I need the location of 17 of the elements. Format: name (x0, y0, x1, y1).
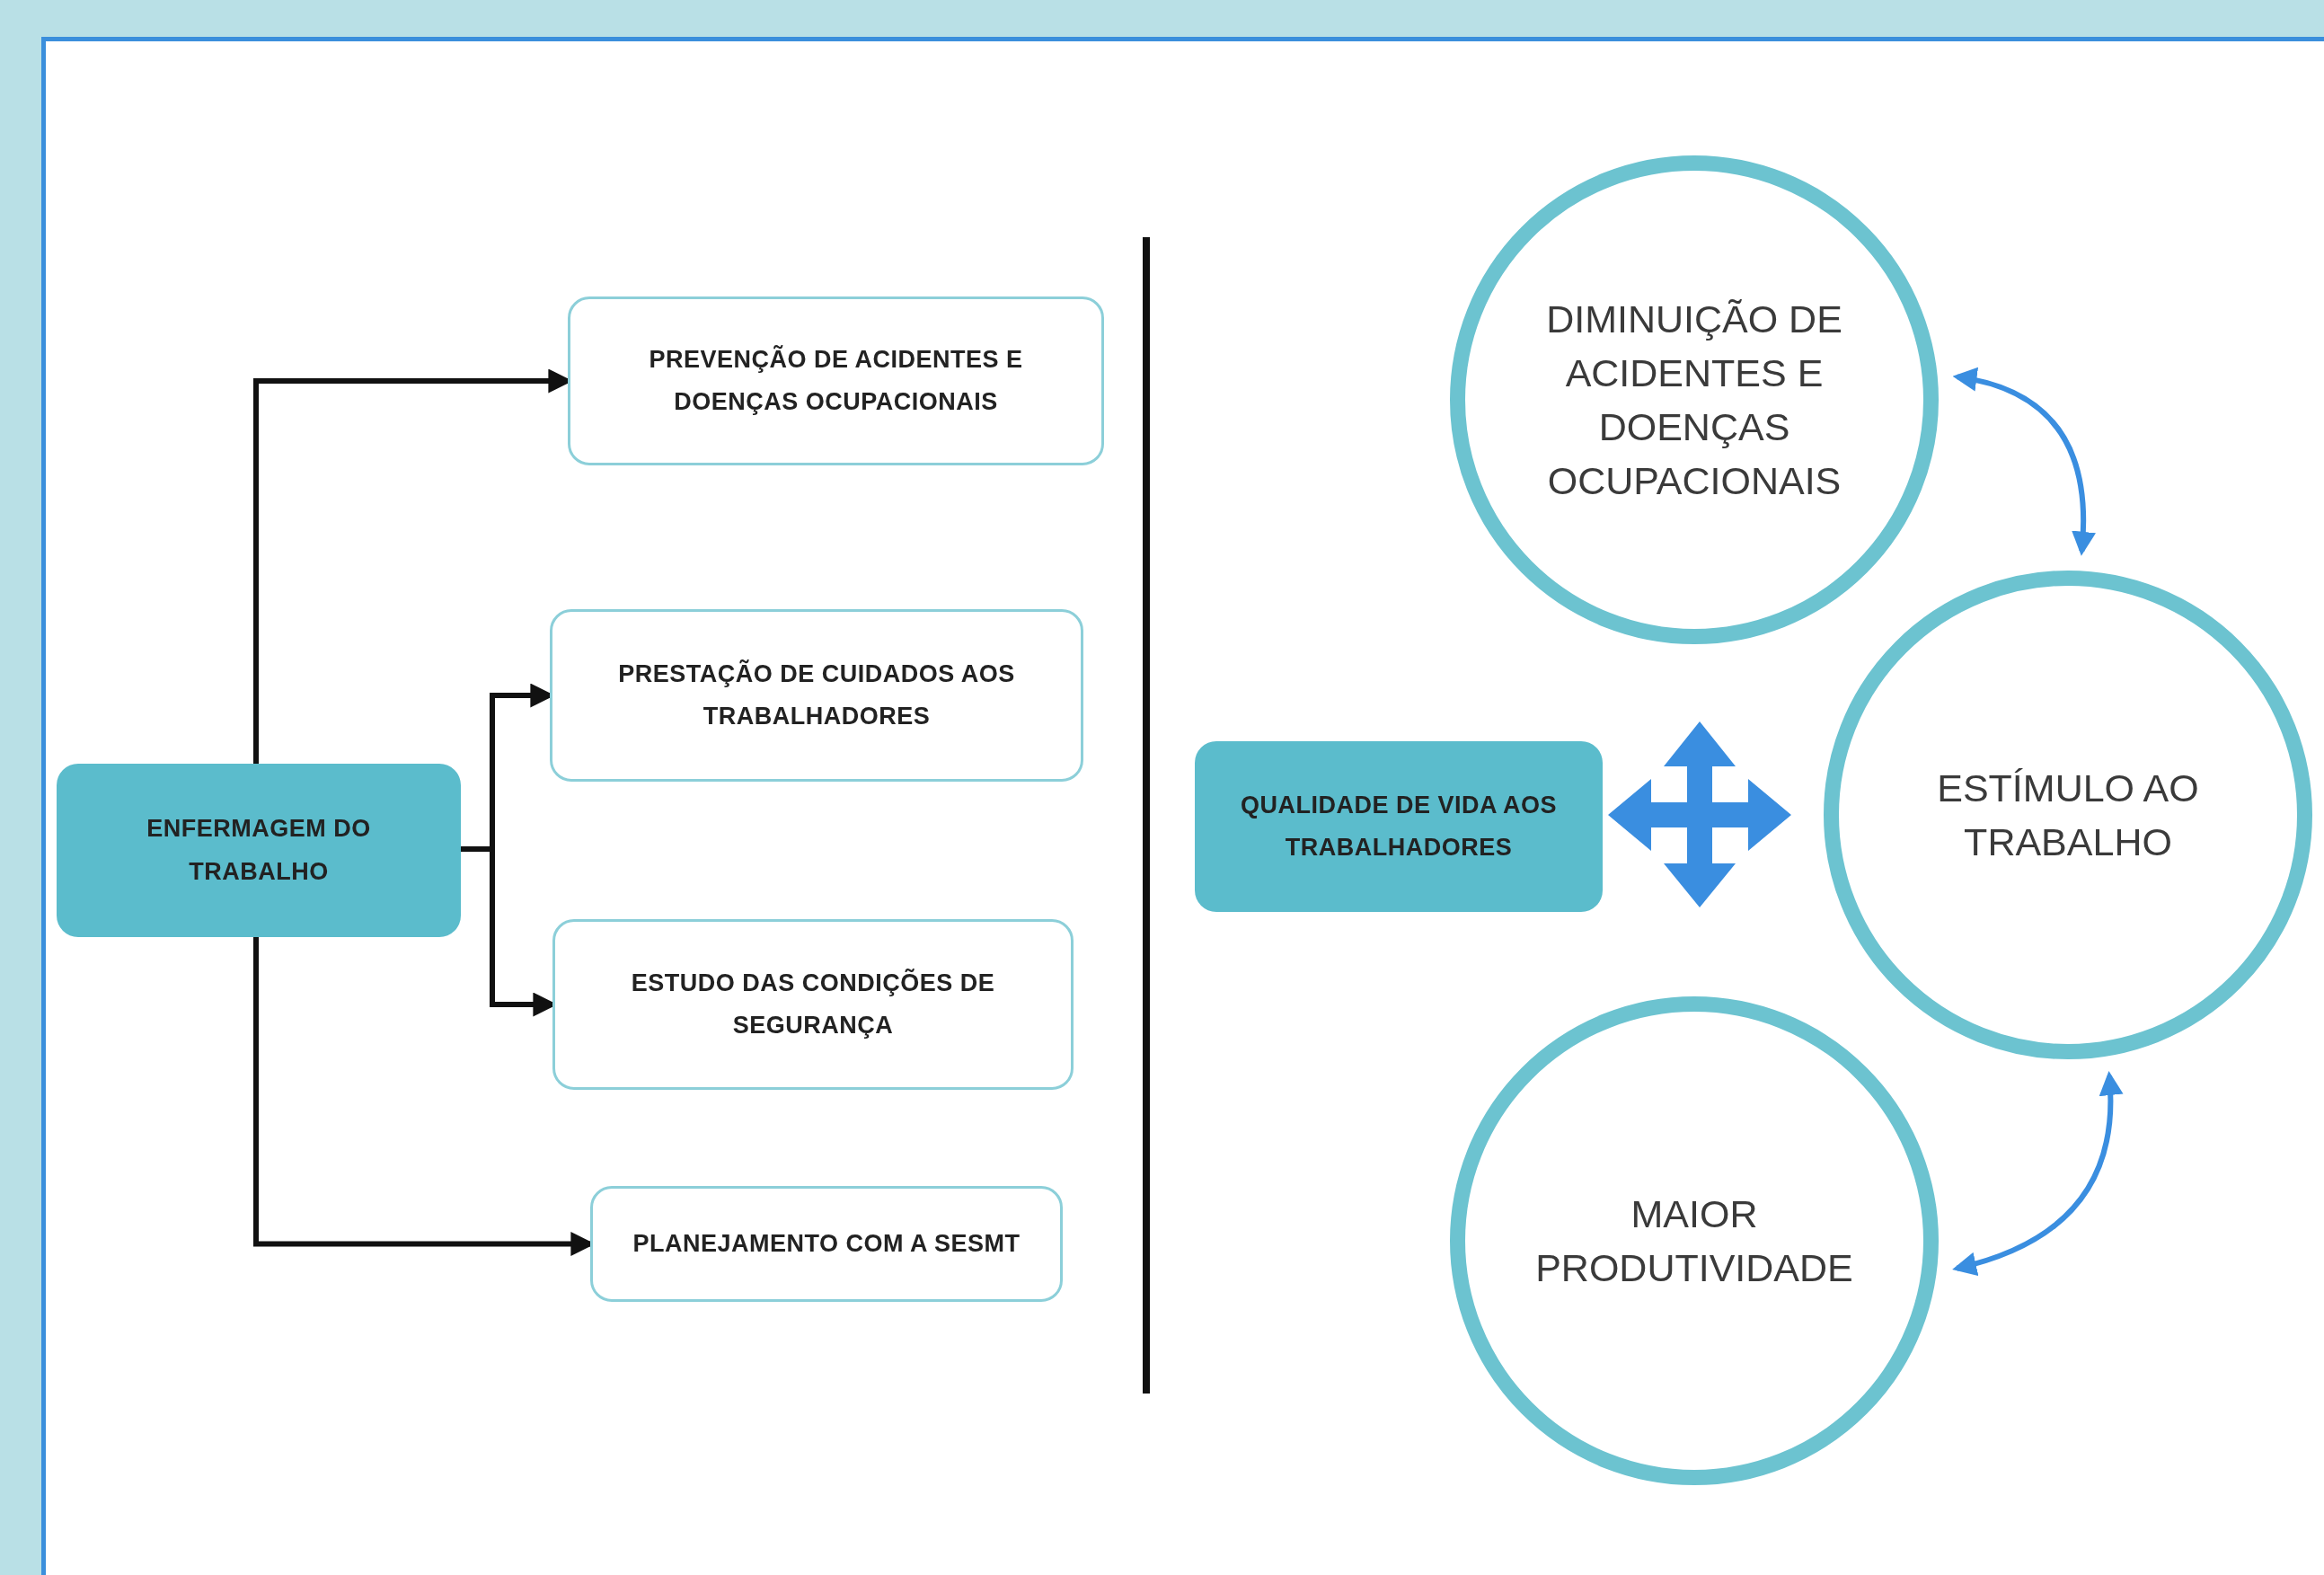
box-text: PRESTAÇÃO DE CUIDADOS AOS TRABALHADORES (617, 659, 1016, 731)
box-text: PLANEJAMENTO COM A SESMT (632, 1228, 1021, 1259)
box-text: QUALIDADE DE VIDA AOS TRABALHADORES (1240, 790, 1558, 863)
outlined-box (590, 1186, 1063, 1302)
outlined-box (552, 919, 1074, 1090)
circle-text: DIMINUIÇÃO DE ACIDENTES E DOENÇAS OCUPACIONAIS (1545, 296, 1843, 505)
outlined-box (550, 609, 1083, 782)
box-text: PREVENÇÃO DE ACIDENTES E DOENÇAS OCUPACIONAIS (648, 344, 1024, 417)
arrow (1952, 367, 2096, 556)
circle-text: ESTÍMULO AO TRABALHO (1936, 765, 2200, 865)
box-text: ENFERMAGEM DO TRABALHO (146, 814, 372, 887)
box-text: ESTUDO DAS CONDIÇÕES DE SEGURANÇA (630, 968, 996, 1040)
filled-box (1195, 741, 1603, 912)
arrow (1952, 1071, 2123, 1276)
filled-box (57, 764, 461, 937)
circle-text: MAIOR PRODUTIVIDADE (1534, 1190, 1854, 1291)
outlined-box (568, 296, 1104, 465)
